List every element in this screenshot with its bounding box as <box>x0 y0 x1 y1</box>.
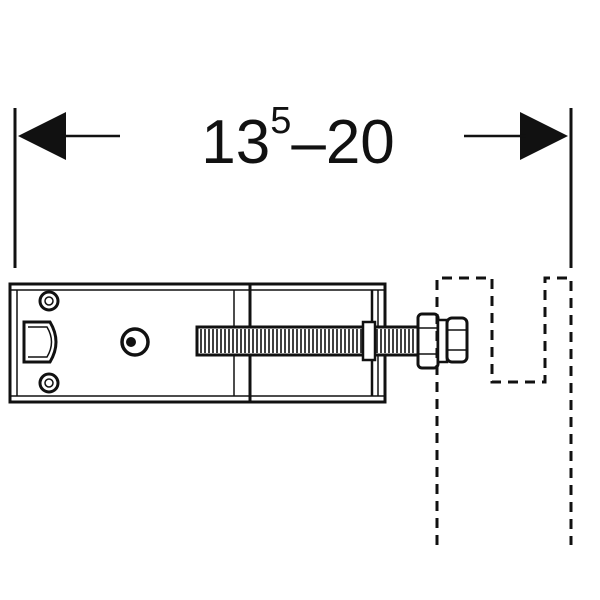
wall-profile-outline <box>435 276 573 545</box>
dimension-base: 13 <box>201 108 270 177</box>
left-dimension-arrow <box>18 112 120 160</box>
dimension-label: 135–20 <box>201 100 395 177</box>
dimension-separator: – <box>291 108 326 177</box>
center-hole <box>120 327 150 357</box>
mounting-hole-top <box>38 290 60 312</box>
threaded-rod <box>195 325 421 357</box>
dimension-superscript: 5 <box>270 100 291 142</box>
nut <box>416 312 469 370</box>
half-moon-cutout <box>22 320 58 364</box>
washer-plate <box>361 320 377 362</box>
right-dimension-arrow <box>464 112 568 160</box>
mounting-hole-bottom <box>38 372 60 394</box>
dimension-max: 20 <box>326 108 395 177</box>
